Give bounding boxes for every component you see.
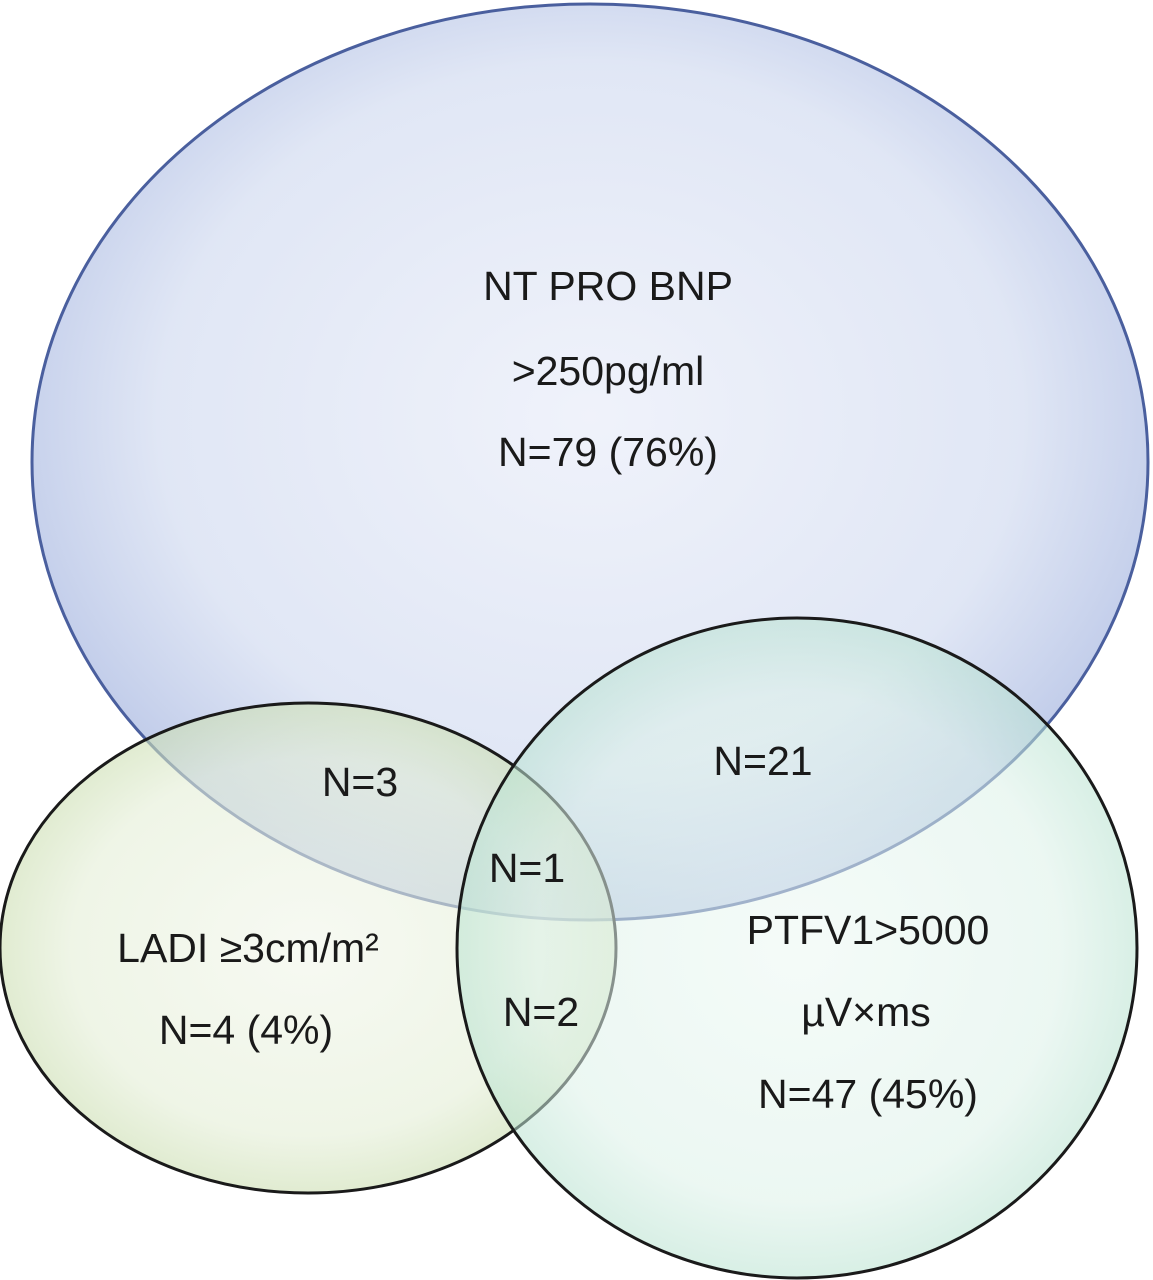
intersection-all-three-label: N=1	[489, 845, 565, 891]
set-ntprobnp-label-line-3: N=79 (76%)	[498, 429, 718, 475]
set-ptfv1-circle	[455, 616, 1139, 1280]
set-ptfv1-label-line-3: N=47 (45%)	[758, 1071, 978, 1117]
intersection-ntprobnp-ladi-label: N=3	[322, 759, 398, 805]
intersection-ntprobnp-ptfv1-label: N=21	[713, 738, 812, 784]
set-ptfv1-label-line-1: PTFV1>5000	[747, 907, 990, 953]
set-ladi-label-line-1: LADI ≥3cm/m²	[117, 925, 379, 971]
set-ladi-label-line-2: N=4 (4%)	[159, 1007, 333, 1053]
intersection-ladi-ptfv1-label: N=2	[503, 989, 579, 1035]
set-ntprobnp-label-line-2: >250pg/ml	[512, 348, 705, 394]
set-ntprobnp-label-line-1: NT PRO BNP	[483, 263, 733, 309]
set-ptfv1-label-line-2: µV×ms	[801, 989, 931, 1035]
